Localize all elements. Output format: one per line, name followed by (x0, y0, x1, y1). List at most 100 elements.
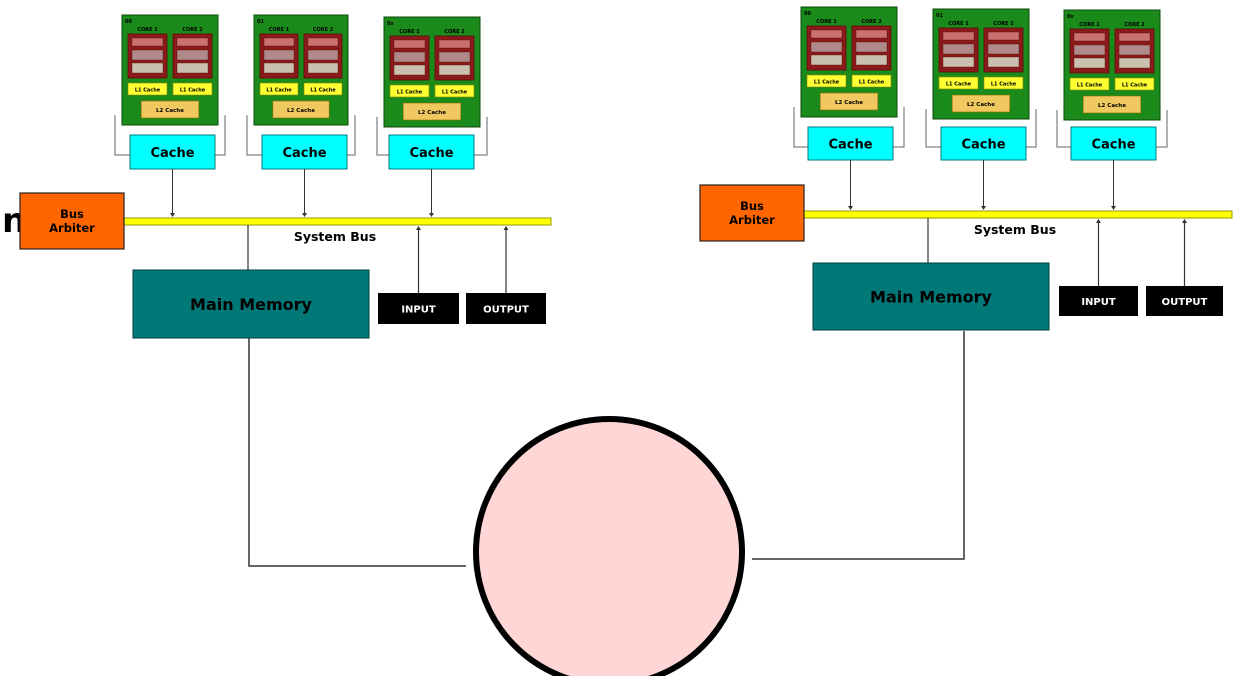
arrow-head (848, 206, 853, 210)
cpu-id: 01 (257, 19, 264, 25)
link-right-memory-to-network (752, 331, 965, 560)
l1-cache-box (1114, 77, 1155, 91)
core-unit (810, 29, 843, 39)
core-unit (393, 64, 426, 76)
core-unit (1118, 57, 1151, 69)
core-label: CORE 2 (313, 27, 334, 33)
arrow-head (503, 226, 509, 230)
core-unit (176, 49, 209, 61)
arrow-head (1096, 219, 1101, 223)
core-unit (942, 31, 975, 41)
core-unit (131, 62, 164, 74)
l1-cache-label: L1 Cache (859, 80, 885, 86)
core-label: CORE 1 (816, 19, 837, 25)
cache-label: Cache (409, 146, 453, 161)
l2-cache-label: L2 Cache (287, 108, 315, 114)
core-unit (438, 64, 471, 76)
cache-connector (246, 115, 262, 156)
core-unit (987, 56, 1020, 68)
core-unit (307, 37, 339, 47)
l1-cache-box (303, 82, 343, 96)
core-unit (263, 37, 295, 47)
cache-label: Cache (150, 146, 194, 161)
arrow-head (981, 206, 986, 210)
arrow-head (1182, 219, 1187, 223)
l1-cache-box (851, 74, 892, 88)
system-bus (117, 217, 552, 226)
arrow-head (429, 213, 434, 217)
l1-cache-label: L1 Cache (310, 88, 336, 94)
bus-arbiter-label: Arbiter (49, 221, 95, 235)
l2-cache-label: L2 Cache (835, 100, 863, 106)
core-label: CORE 2 (861, 19, 882, 25)
l1-cache-box (172, 82, 213, 96)
l1-cache-box (127, 82, 168, 96)
l2-cache-label: L2 Cache (1098, 103, 1126, 109)
main-memory-label: Main Memory (190, 295, 312, 314)
input-label: INPUT (1081, 297, 1116, 308)
cache-box (129, 134, 216, 170)
core-unit (263, 62, 295, 74)
l1-cache-label: L1 Cache (1122, 83, 1148, 89)
core-unit (987, 31, 1020, 41)
main-memory (812, 262, 1050, 331)
l1-cache-label: L1 Cache (135, 88, 161, 94)
cache-label: Cache (1091, 138, 1135, 153)
core-unit (131, 49, 164, 61)
core-unit (855, 41, 888, 53)
l1-cache-label: L1 Cache (442, 90, 468, 96)
l1-cache-box (983, 76, 1024, 90)
core-unit (855, 54, 888, 66)
core-unit (1073, 44, 1106, 56)
core-unit (1118, 44, 1151, 56)
core-label: CORE 1 (137, 27, 158, 33)
system-bus-label: System Bus (974, 222, 1056, 237)
core-unit (438, 51, 471, 63)
core-unit (176, 37, 209, 47)
input-box (378, 293, 459, 324)
l1-cache-label: L1 Cache (946, 82, 972, 88)
cache-box (261, 134, 348, 170)
l1-cache-box (938, 76, 979, 90)
cpu-id: 01 (936, 13, 943, 19)
core-unit (942, 56, 975, 68)
core-unit (810, 41, 843, 53)
l1-cache-label: L1 Cache (814, 80, 840, 86)
core-unit (1073, 57, 1106, 69)
bus-arbiter-label: Arbiter (729, 213, 775, 227)
core-label: CORE 1 (948, 21, 969, 27)
cache-connector (474, 117, 488, 156)
core-unit (1073, 32, 1106, 42)
system-bus-label: System Bus (294, 229, 376, 244)
l1-cache-label: L1 Cache (266, 88, 292, 94)
cache-box (807, 126, 894, 161)
core-unit (307, 62, 339, 74)
core-unit (810, 54, 843, 66)
l1-cache-label: L1 Cache (1077, 83, 1103, 89)
cache-connector (114, 115, 130, 156)
cpu-id: 00 (125, 19, 132, 25)
cache-connector (1156, 110, 1168, 148)
arrow-head (1111, 206, 1116, 210)
cache-connector (347, 115, 356, 156)
l1-cache-box (434, 84, 475, 98)
arrow-head (416, 226, 421, 230)
l1-cache-label: L1 Cache (991, 82, 1017, 88)
arrow-head (302, 213, 307, 217)
l2-cache-box (819, 92, 879, 111)
arrow-head (170, 213, 175, 217)
l1-cache-box (389, 84, 430, 98)
output-box (466, 293, 546, 324)
core-unit (131, 37, 164, 47)
cache-connector (1056, 110, 1071, 148)
l2-cache-box (1082, 95, 1142, 114)
cpu-id: 0x (387, 21, 394, 27)
core-unit (307, 49, 339, 61)
cpu-id: 0x (1067, 14, 1074, 20)
